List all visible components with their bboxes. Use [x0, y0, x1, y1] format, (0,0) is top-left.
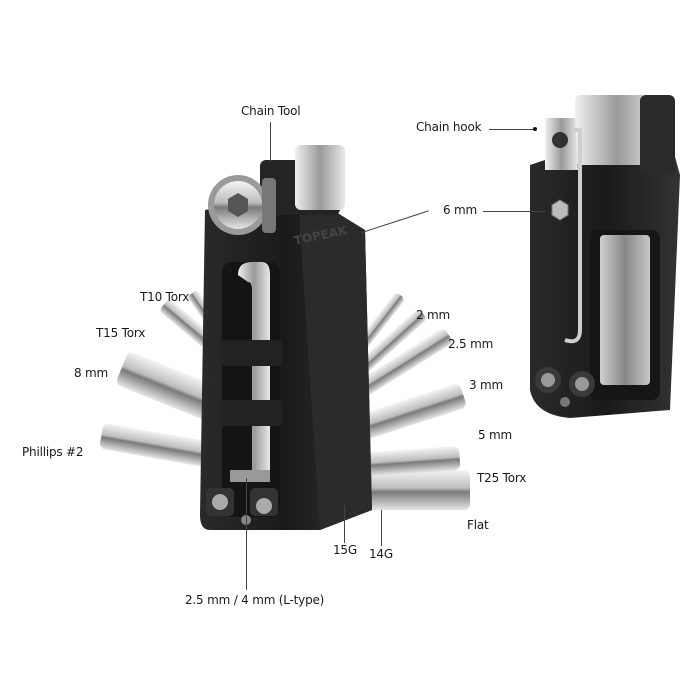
chain-tool	[208, 145, 345, 235]
label-t15-torx: T15 Torx	[96, 326, 146, 340]
label-15g: 15G	[333, 543, 357, 557]
leader-6mm	[483, 211, 545, 212]
back-tool	[530, 95, 680, 418]
label-2mm: 2 mm	[416, 308, 451, 322]
label-phillips-2: Phillips #2	[22, 445, 84, 459]
leader-14g	[381, 510, 382, 546]
label-l-type-key: 2.5 mm / 4 mm (L-type)	[185, 593, 325, 607]
leader-15g	[344, 505, 345, 543]
leader-chain-hook	[489, 129, 535, 130]
label-t10-torx: T10 Torx	[140, 290, 190, 304]
label-flat: Flat	[467, 518, 489, 532]
label-6mm: 6 mm	[443, 203, 478, 217]
label-8mm: 8 mm	[74, 366, 109, 380]
label-t25-torx: T25 Torx	[477, 471, 527, 485]
leader-chain-tool	[270, 122, 271, 162]
label-2-5mm: 2.5 mm	[448, 337, 494, 351]
leader-l-type	[246, 478, 247, 590]
leader-chain-hook-dot	[533, 127, 537, 131]
label-chain-tool: Chain Tool	[241, 104, 301, 118]
front-tool-body: TOPEAK	[200, 190, 372, 530]
label-3mm: 3 mm	[469, 378, 504, 392]
label-5mm: 5 mm	[478, 428, 513, 442]
label-chain-hook: Chain hook	[416, 120, 482, 134]
label-14g: 14G	[369, 547, 393, 561]
